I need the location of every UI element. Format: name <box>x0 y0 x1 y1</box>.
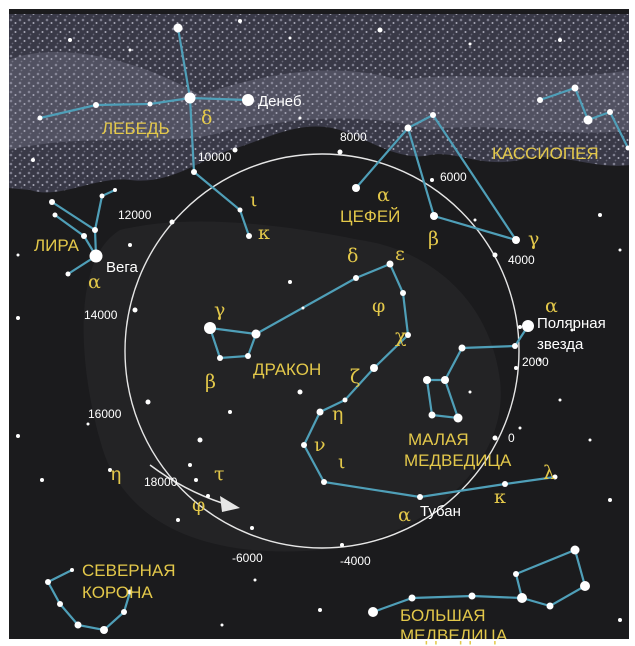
greek-dra-phi: φ <box>372 295 385 317</box>
draco-lines <box>208 262 556 499</box>
year-minus-6000: -6000 <box>232 551 263 565</box>
star-thuban: Тубан <box>420 503 461 520</box>
greek-her-tau: τ <box>214 463 225 485</box>
star-vega: Вега <box>106 259 138 276</box>
greek-cep-alpha: α <box>377 184 390 206</box>
year-minus-4000: -4000 <box>340 554 371 568</box>
cepheus-lines <box>355 113 519 242</box>
year-4000: 4000 <box>508 253 535 267</box>
label-lyra: ЛИРА <box>34 236 80 255</box>
greek-cyg-delta: δ <box>201 107 212 129</box>
arrow-head-icon <box>220 496 240 512</box>
label-ursa-minor-2: МЕДВЕДИЦА <box>404 451 512 470</box>
frame <box>7 7 631 641</box>
year-0: 0 <box>508 431 515 445</box>
greek-cyg-iota: ι <box>250 189 257 211</box>
greek-cep-beta: β <box>428 228 439 250</box>
label-draco: ДРАКОН <box>253 360 321 379</box>
year-6000: 6000 <box>440 170 467 184</box>
year-12000: 12000 <box>118 208 152 222</box>
label-ursa-major-1: БОЛЬШАЯ <box>400 606 486 625</box>
greek-dra-zeta: ζ <box>350 366 360 388</box>
greek-dra-delta: δ <box>347 245 358 267</box>
label-ursa-major-2: МЕДВЕДИЦА <box>400 626 508 645</box>
year-14000: 14000 <box>84 308 118 322</box>
label-corona-1: СЕВЕРНАЯ <box>82 561 176 580</box>
greek-dra-gamma: γ <box>214 299 225 321</box>
year-16000: 16000 <box>88 407 122 421</box>
greek-cep-gamma: γ <box>528 228 539 250</box>
greek-lyr-alpha: α <box>88 271 101 293</box>
greek-dra-kappa: κ <box>494 486 506 508</box>
greek-umi-lambda: λ <box>543 462 555 484</box>
direction-arrow <box>149 464 223 504</box>
milky-way-glow <box>8 52 630 150</box>
star-polaris-1: Полярная <box>537 315 606 332</box>
label-ursa-minor-1: МАЛАЯ <box>408 430 469 449</box>
label-cygnus: ЛЕБЕДЬ <box>102 119 170 138</box>
greek-cyg-kappa: κ <box>258 222 270 244</box>
year-18000: 18000 <box>144 475 178 489</box>
label-corona-2: КОРОНА <box>82 583 153 602</box>
greek-dra-iota: ι <box>338 451 345 473</box>
constellation-stars <box>37 23 631 634</box>
year-10000: 10000 <box>198 150 232 164</box>
dark-nebula <box>83 221 501 552</box>
greek-dra-nu: ν <box>314 434 326 456</box>
greek-her-eta: η <box>110 463 121 485</box>
year-2000: 2000 <box>522 355 549 369</box>
label-cepheus: ЦЕФЕЙ <box>340 207 400 226</box>
greek-her-phi: φ <box>192 494 205 516</box>
label-cassiopeia: КАССИОПЕЯ <box>492 144 599 163</box>
star-deneb: Денеб <box>258 93 302 110</box>
precession-circle <box>124 153 520 549</box>
greek-umi-alpha: α <box>545 295 558 317</box>
year-8000: 8000 <box>340 130 367 144</box>
milky-way <box>8 14 630 193</box>
greek-dra-alpha: α <box>398 504 411 526</box>
corona-lines <box>47 569 132 632</box>
star-polaris-2: звезда <box>537 336 584 353</box>
background-stars <box>16 19 622 627</box>
greek-dra-chi: χ <box>395 325 407 347</box>
greek-dra-eta: η <box>332 403 343 425</box>
greek-dra-beta: β <box>205 371 216 393</box>
greek-dra-epsilon: ε <box>395 243 405 265</box>
